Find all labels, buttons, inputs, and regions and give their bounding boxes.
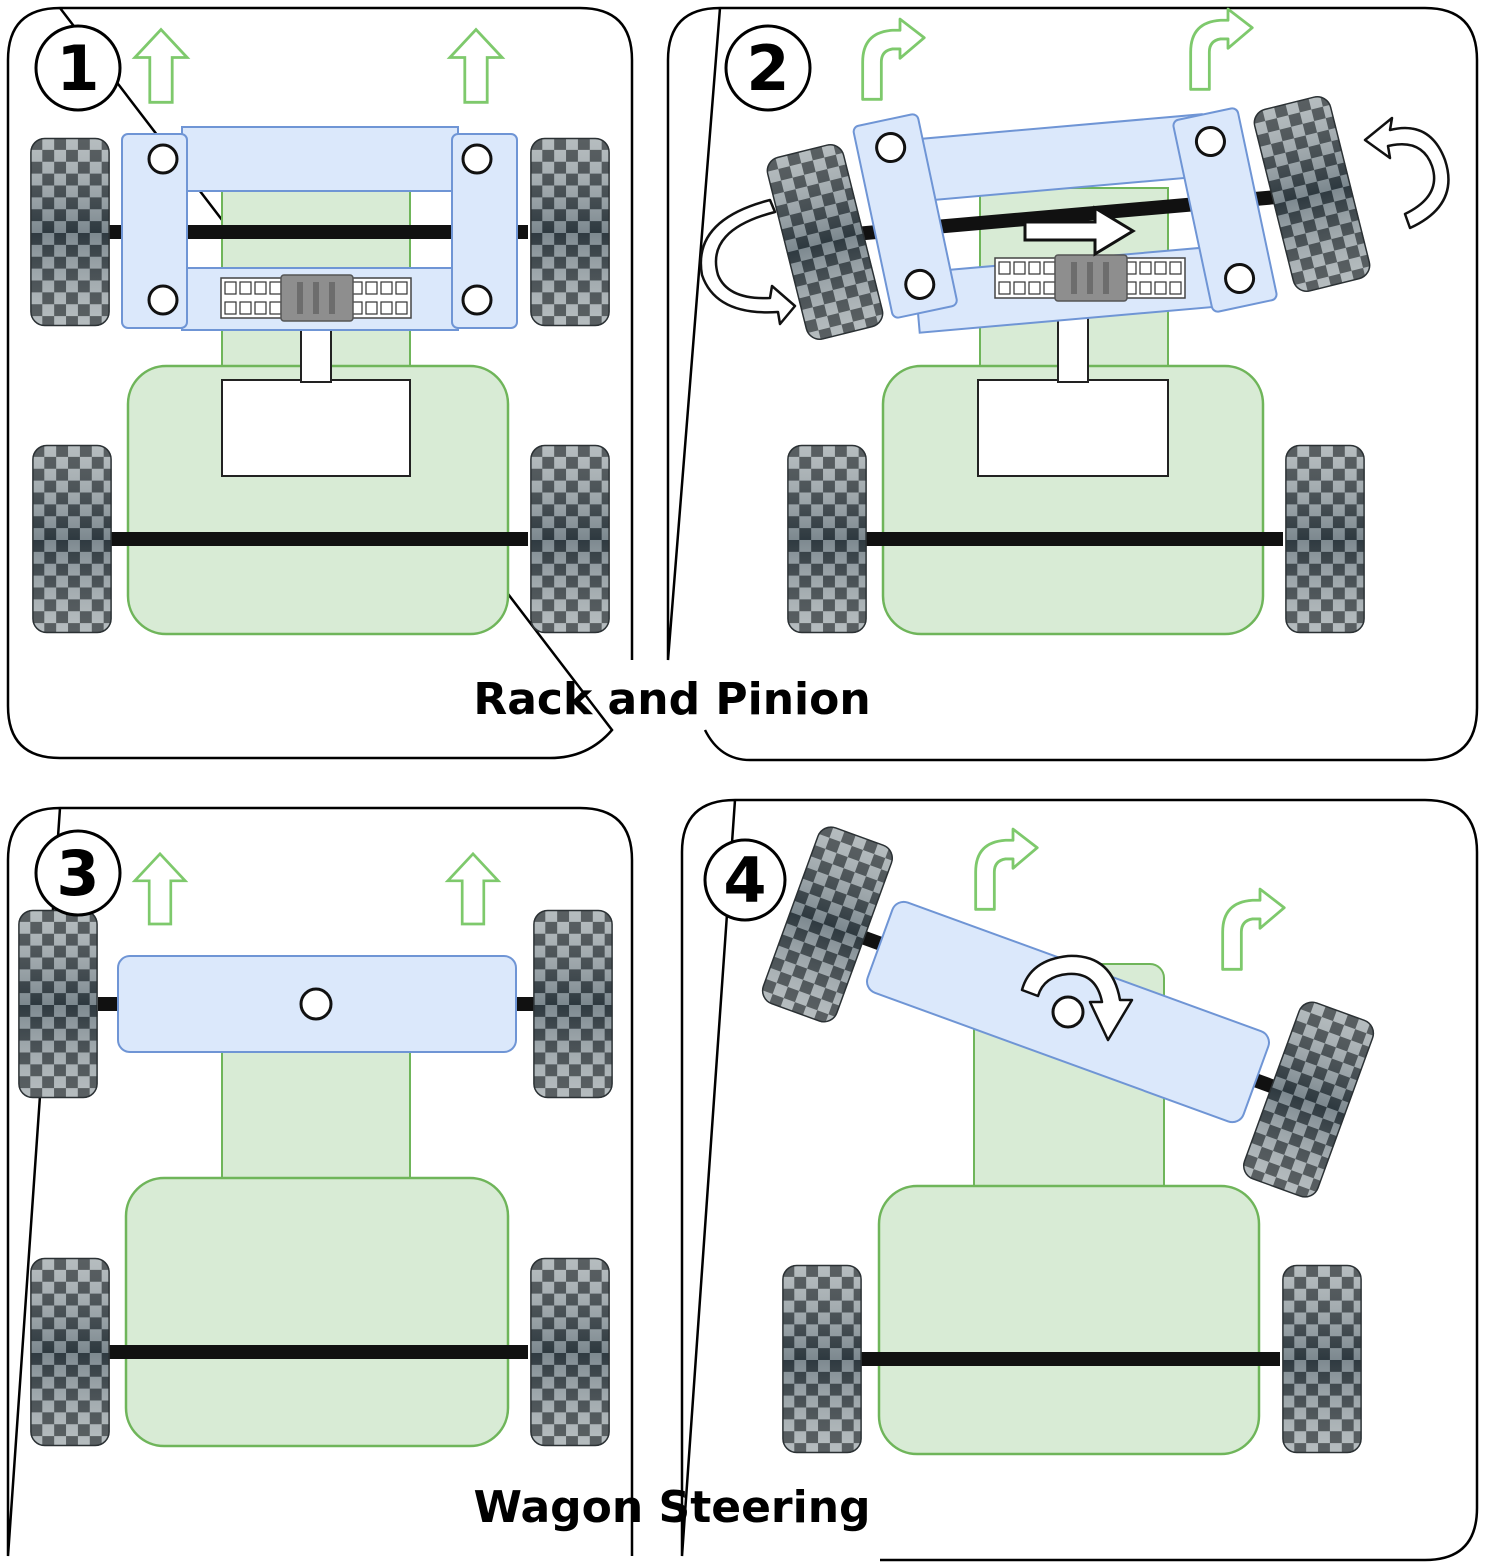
rotate-arrow-icon [1363, 116, 1450, 230]
panel-1 [29, 28, 611, 636]
panel-3-frame [6, 806, 634, 1557]
panel-3-number: 3 [56, 837, 99, 910]
pivot-pin [875, 132, 907, 164]
pivot-pin [299, 987, 333, 1021]
car-neck [221, 1039, 411, 1201]
tire-front-right [532, 909, 614, 1099]
knuckle-arm-right [1172, 107, 1278, 313]
steering-box [221, 379, 411, 477]
panel-badges: 1 2 3 4 [34, 24, 812, 922]
axle-shaft [863, 532, 1283, 546]
axle-shaft [108, 532, 528, 546]
direction-arrow-icon [1189, 7, 1254, 91]
panel-2-badge [724, 24, 812, 112]
tire-rear-left [786, 444, 868, 634]
tire-front-right [1238, 996, 1379, 1203]
direction-arrow-icon [448, 28, 504, 104]
knuckle-arm-left [852, 113, 958, 319]
panel-1-number: 1 [56, 32, 99, 105]
rack-gear [220, 274, 412, 322]
direction-arrow-icon [1221, 887, 1286, 971]
direction-arrow-icon [133, 28, 189, 104]
panel-1-frame [6, 6, 634, 760]
pivot-pin [1224, 262, 1256, 294]
direction-arrow-icon [133, 852, 187, 926]
tire-rear-right [1281, 1264, 1363, 1454]
car-body [877, 1184, 1261, 1456]
axle-shaft [860, 1352, 1280, 1366]
direction-arrow-icon [861, 17, 926, 101]
tire-rear-left [31, 444, 113, 634]
panel-3-badge [34, 829, 122, 917]
panel-2 [699, 7, 1450, 636]
panel-3 [17, 852, 614, 1448]
direction-arrow-icon [446, 852, 500, 926]
axle-shaft [108, 1345, 528, 1359]
tire-front-right [529, 137, 611, 327]
pivot-pins [147, 143, 493, 316]
rack-shift-arrow-icon [1023, 205, 1136, 257]
pivot-pin [1194, 126, 1226, 158]
panel-4-frame [680, 798, 1479, 1562]
panel-4 [757, 821, 1379, 1456]
direction-arrow-icon [974, 827, 1039, 911]
rotate-arrow-icon [699, 198, 797, 326]
panel-4-badge [703, 838, 787, 922]
panel-2-frame [666, 6, 1479, 762]
tire-front-left [757, 821, 898, 1028]
pivot-pin [904, 268, 936, 300]
panel-1-badge [34, 24, 122, 112]
caption-rack-and-pinion: Rack and Pinion [473, 674, 870, 725]
axle-shaft [108, 225, 528, 239]
tire-rear-right [529, 1257, 611, 1447]
panel-frames [6, 6, 1479, 1562]
caption-wagon-steering: Wagon Steering [473, 1482, 870, 1533]
tire-rear-left [29, 1257, 111, 1447]
rack-gear [994, 254, 1186, 302]
knuckle-arm-right [451, 133, 518, 329]
tire-front-left [17, 909, 99, 1099]
steering-box [977, 379, 1169, 477]
tire-rear-right [1284, 444, 1366, 634]
pivot-pin [1051, 995, 1085, 1029]
tie-bar [181, 126, 459, 192]
rotate-arrow-icon [1020, 954, 1134, 1042]
tire-rear-left [781, 1264, 863, 1454]
panel-4-number: 4 [723, 844, 766, 917]
car-body [124, 1176, 510, 1448]
tire-front-left [29, 137, 111, 327]
panel-2-number: 2 [746, 32, 789, 105]
tire-rear-right [529, 444, 611, 634]
knuckle-arm-left [121, 133, 188, 329]
axle-shaft [850, 189, 1280, 242]
